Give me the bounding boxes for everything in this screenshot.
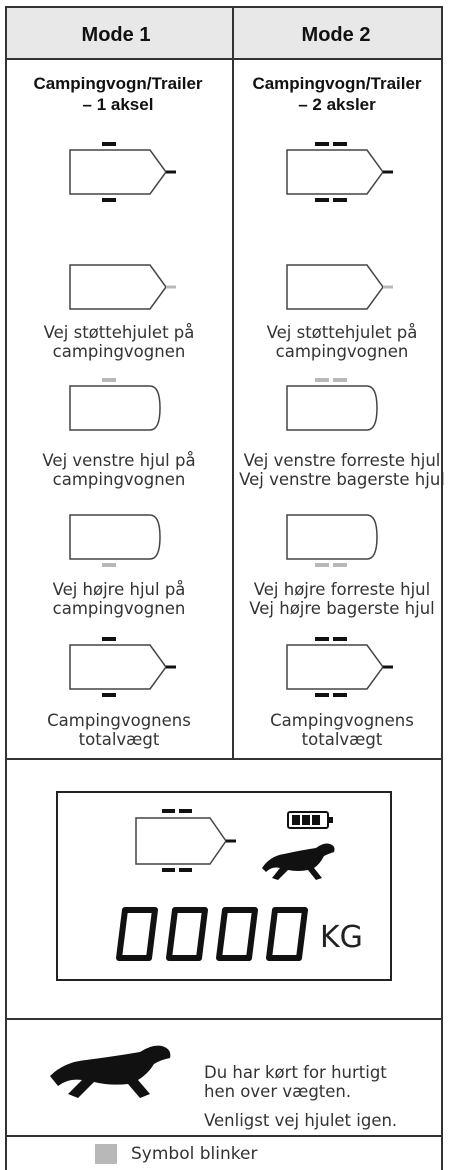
trailer-right-wheel-icon — [69, 514, 161, 567]
blink-legend-label: Symbol blinker — [131, 1144, 258, 1164]
header-mode-2: Mode 2 — [301, 24, 371, 46]
trailer-total-weight-icon — [286, 637, 393, 697]
trailer-total-weight-icon — [69, 637, 176, 697]
section-divider — [5, 1018, 443, 1020]
col1-title: Campingvogn/Trailer– 1 aksel — [33, 74, 203, 114]
col2-title: Campingvogn/Trailer– 2 aksler — [252, 74, 422, 114]
col2-step-support: Vej støttehjulet på campingvognen — [266, 323, 418, 361]
header-mode-1: Mode 1 — [81, 24, 151, 46]
warning-text: Du har kørt for hurtigt hen over vægten. — [204, 1063, 387, 1101]
trailer-2-axle-icon — [286, 142, 393, 202]
trailer-left-wheels-icon — [286, 378, 378, 431]
section-divider — [5, 758, 443, 760]
cheetah-icon — [262, 843, 335, 880]
battery-icon — [287, 811, 333, 829]
table-header: Mode 1 Mode 2 — [5, 6, 443, 60]
cheetah-icon — [50, 1045, 171, 1098]
trailer-right-wheels-icon — [286, 514, 378, 567]
digit-readout — [116, 907, 308, 961]
warning-retry-text: Venligst vej hjulet igen. — [204, 1111, 398, 1130]
col1-step-right: Vej højre hjul på campingvognen — [52, 580, 186, 618]
trailer-support-wheel-icon — [69, 264, 176, 310]
trailer-support-wheel-icon — [286, 264, 393, 310]
scale-display — [56, 791, 392, 981]
col2-step-left: Vej venstre forreste hjul Vej venstre ba… — [239, 451, 445, 489]
col1-step-total: Campingvognens totalvægt — [47, 711, 191, 749]
unit-label: KG — [320, 920, 363, 955]
display-trailer-icon — [135, 809, 236, 872]
trailer-1-axle-icon — [69, 142, 176, 202]
column-divider — [232, 6, 234, 760]
trailer-left-wheel-icon — [69, 378, 161, 431]
col2-step-right: Vej højre forreste hjul Vej højre bagers… — [249, 580, 435, 618]
section-divider — [5, 1135, 443, 1137]
col2-step-total: Campingvognens totalvægt — [270, 711, 414, 749]
col1-step-left: Vej venstre hjul på campingvognen — [42, 451, 196, 489]
col1-step-support: Vej støttehjulet på campingvognen — [43, 323, 195, 361]
blink-legend-swatch — [95, 1144, 117, 1164]
